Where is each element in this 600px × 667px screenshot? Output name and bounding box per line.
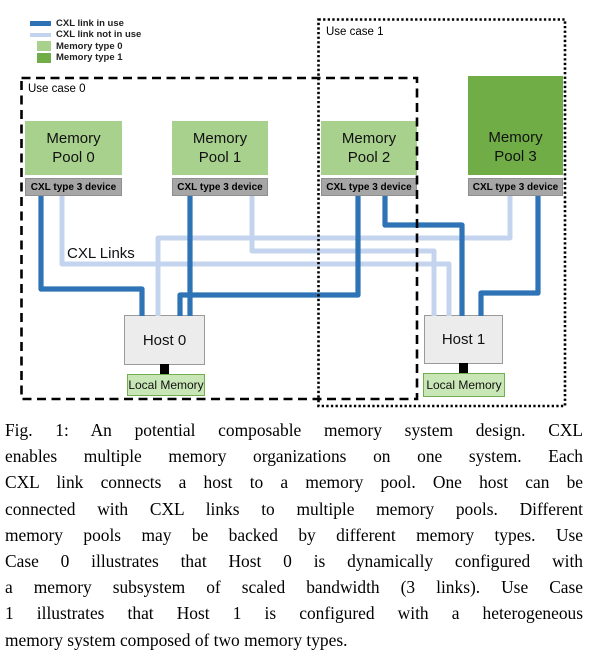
cxl-device-1-label: CXL type 3 device <box>177 181 263 193</box>
cxl-device-2-label: CXL type 3 device <box>326 181 412 193</box>
memory-pool-0-title-line2: Pool 0 <box>52 149 95 166</box>
legend-row-memory-type-1: Memory type 1 <box>30 52 141 63</box>
caption-line: enables multiple memory organizations on… <box>5 446 583 467</box>
link-pool2-host1-in-use <box>382 196 465 316</box>
host-0-local-memory: Local Memory <box>127 374 205 396</box>
memory-type-1-swatch-icon <box>37 52 51 63</box>
legend-label: CXL link not in use <box>56 29 142 41</box>
host-1: Host 1 <box>424 315 503 364</box>
use-case-0-label: Use case 0 <box>28 83 86 95</box>
legend-row-link-not-in-use: CXL link not in use <box>30 29 141 40</box>
figure-caption: Fig. 1: An potential composable memory s… <box>5 417 583 653</box>
cxl-device-3-label: CXL type 3 device <box>472 181 559 193</box>
caption-line: CXL link connects a host to a memory poo… <box>5 472 583 493</box>
host-1-label: Host 1 <box>441 331 486 348</box>
host-0: Host 0 <box>124 315 205 365</box>
caption-line: 1 illustrates that Host 1 is configured … <box>5 603 583 624</box>
cxl-device-0: CXL type 3 device <box>25 178 122 196</box>
caption-line: memory system composed of two memory typ… <box>5 629 348 650</box>
legend-label: CXL link in use <box>56 18 124 30</box>
cxl-device-3: CXL type 3 device <box>468 178 563 196</box>
memory-pool-1: Memory Pool 1 <box>172 121 268 175</box>
caption-line: a memory subsystem of scaled bandwidth (… <box>5 577 583 598</box>
memory-pool-2-title-line1: Memory <box>341 130 397 147</box>
link-pool3-host1-in-use <box>478 196 541 316</box>
memory-pool-2-title-line2: Pool 2 <box>347 149 391 166</box>
cxl-device-0-label: CXL type 3 device <box>30 181 117 193</box>
cxl-device-2: CXL type 3 device <box>321 178 417 196</box>
figure-1-diagram: Memory Pool 0 CXL type 3 device Memory P… <box>20 18 567 408</box>
use-case-1-label: Use case 1 <box>326 26 384 38</box>
memory-pool-0-title-line1: Memory <box>46 130 101 147</box>
legend-label: Memory type 1 <box>56 52 123 64</box>
caption-line: connected with CXL links to multiple mem… <box>5 498 583 519</box>
legend: CXL link in use CXL link not in use Memo… <box>30 18 141 63</box>
host-1-local-memory: Local Memory <box>423 373 505 397</box>
memory-pool-0: Memory Pool 0 <box>25 121 122 175</box>
link-pool2-host0-in-use <box>177 196 361 316</box>
link-pool1-host1-not-in-use <box>249 196 437 316</box>
caption-line: memory pools may be backed by different … <box>5 524 583 545</box>
link-in-use-swatch-icon <box>30 21 51 26</box>
memory-pool-2: Memory Pool 2 <box>321 121 417 175</box>
memory-pool-3-title-line1: Memory <box>488 129 543 146</box>
legend-label: Memory type 0 <box>56 40 123 52</box>
caption-line: Case 0 illustrates that Host 0 is dynami… <box>5 550 583 571</box>
link-pool3-host0-not-in-use <box>155 196 513 316</box>
memory-type-0-swatch-icon <box>37 41 51 52</box>
legend-row-memory-type-0: Memory type 0 <box>30 41 141 52</box>
host-1-local-memory-label: Local Memory <box>426 378 502 392</box>
host-0-local-memory-label: Local Memory <box>128 378 204 392</box>
memory-pool-3-title-line2: Pool 3 <box>494 148 537 165</box>
legend-row-link-in-use: CXL link in use <box>30 18 141 29</box>
cxl-device-1: CXL type 3 device <box>172 178 268 196</box>
memory-pool-1-title-line1: Memory <box>192 130 248 147</box>
host-0-label: Host 0 <box>142 331 187 349</box>
memory-pool-3: Memory Pool 3 <box>468 76 563 175</box>
caption-line: Fig. 1: An potential composable memory s… <box>5 420 583 440</box>
cxl-links-label: CXL Links <box>67 245 135 262</box>
memory-pool-1-title-line2: Pool 1 <box>198 149 242 166</box>
link-not-in-use-swatch-icon <box>30 32 51 38</box>
